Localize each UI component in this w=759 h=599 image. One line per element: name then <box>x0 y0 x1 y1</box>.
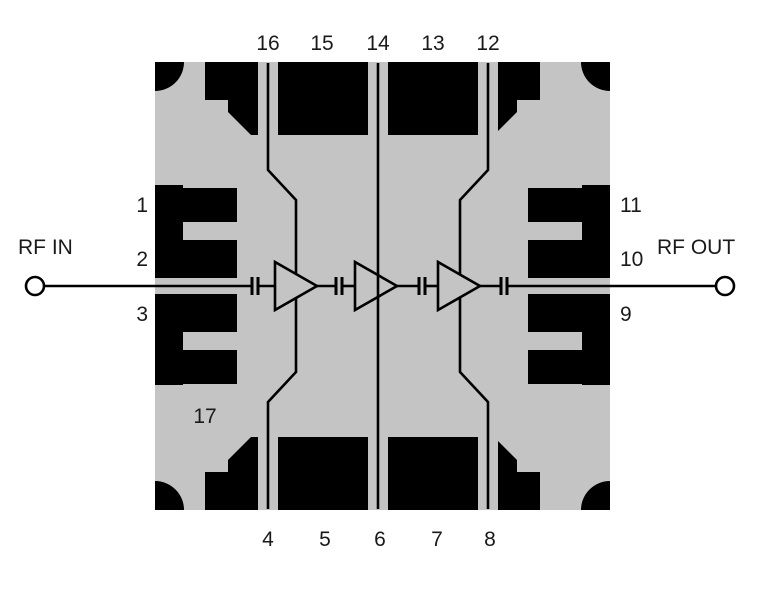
rf-out-label: RF OUT <box>657 236 735 259</box>
bond-pad <box>205 62 258 100</box>
bond-pad <box>528 188 610 222</box>
corner-pad-top-left <box>155 62 184 91</box>
bias-trace-pin8 <box>458 297 490 509</box>
pin-label-13: 13 <box>421 32 444 55</box>
pin-label-12: 12 <box>476 32 499 55</box>
bond-pad <box>278 62 368 100</box>
pin-label-5: 5 <box>319 528 331 551</box>
bottom-bond-pads <box>205 437 540 510</box>
amplifier-stage-2 <box>353 259 400 313</box>
pin-label-6: 6 <box>374 528 386 551</box>
pin-label-14: 14 <box>366 32 390 55</box>
bias-trace-pin12 <box>458 63 490 275</box>
pin-label-15: 15 <box>310 32 333 55</box>
bond-pad <box>205 472 258 510</box>
pin-label-11: 11 <box>620 194 642 217</box>
rf-in-terminal <box>24 275 46 297</box>
bias-trace-pin4 <box>266 298 298 509</box>
pin-label-10: 10 <box>620 248 643 271</box>
bond-pad <box>528 240 610 278</box>
pin-label-9: 9 <box>620 303 632 326</box>
bond-pad <box>278 472 368 510</box>
left-bond-pads <box>155 185 237 385</box>
pin-label-4: 4 <box>262 528 274 551</box>
labels: RF IN RF OUT 16 15 14 13 12 4 5 6 7 8 1 … <box>18 32 735 551</box>
pin-label-1: 1 <box>136 194 148 217</box>
rf-out-terminal <box>714 275 736 297</box>
corner-pad-top-right <box>581 62 610 91</box>
corner-pad-bottom-left <box>155 481 184 510</box>
bond-pad <box>388 62 478 100</box>
bond-pad <box>155 350 237 384</box>
bond-pad <box>155 240 237 278</box>
right-bond-pads <box>528 185 610 385</box>
bond-pad <box>498 472 540 510</box>
bond-pad <box>528 350 610 384</box>
bond-pad <box>155 188 237 222</box>
pin-label-7: 7 <box>431 528 443 551</box>
bond-pad <box>528 294 610 332</box>
pin-label-17: 17 <box>193 405 216 428</box>
bias-trace-pin16 <box>266 63 298 274</box>
bond-pad <box>388 472 478 510</box>
bias-traces <box>266 63 490 509</box>
pin-label-16: 16 <box>256 32 279 55</box>
corner-pad-bottom-right <box>581 481 610 510</box>
rf-in-label: RF IN <box>18 236 73 259</box>
pin-label-2: 2 <box>136 248 148 271</box>
top-bond-pads <box>205 62 540 135</box>
bond-pad <box>155 294 237 332</box>
bond-pad <box>498 62 540 100</box>
pin-label-8: 8 <box>484 528 496 551</box>
pin-label-3: 3 <box>136 303 148 326</box>
